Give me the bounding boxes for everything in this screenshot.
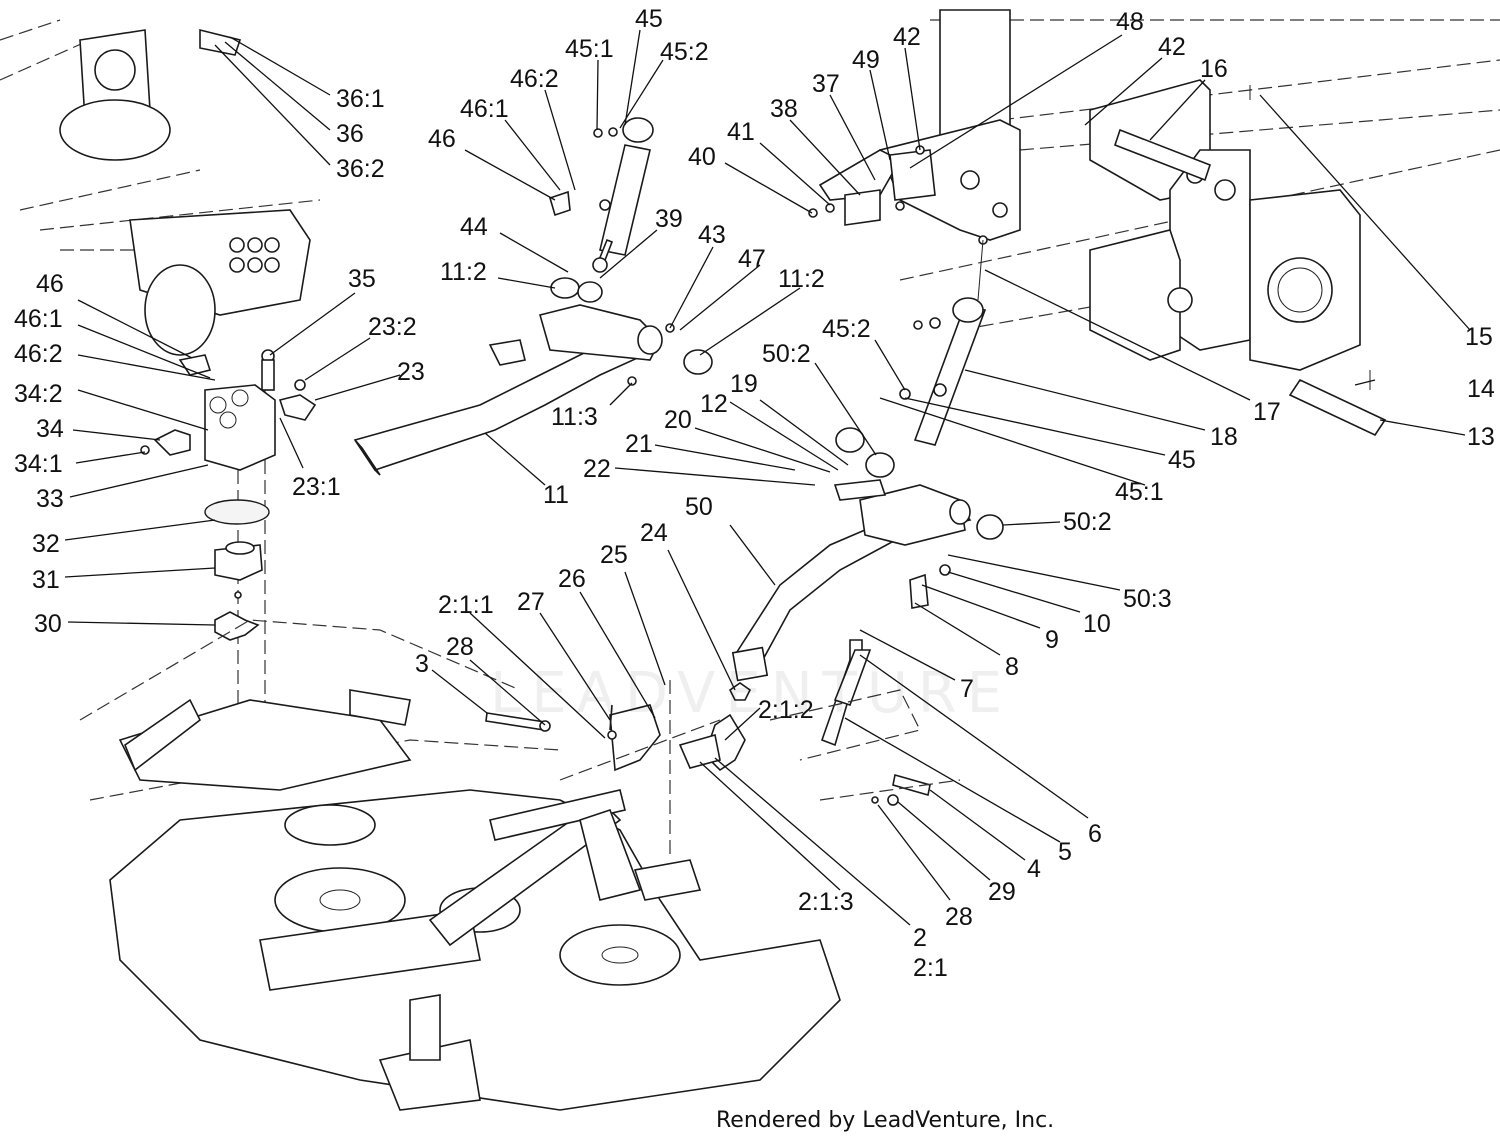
- callout-32: 32: [32, 530, 60, 558]
- callout-6: 6: [1088, 820, 1102, 848]
- callout-40: 40: [688, 143, 716, 171]
- upper-left-assembly: [0, 19, 321, 356]
- callout-2-1-2: 2:1:2: [758, 696, 814, 724]
- callout-11-2-right: 11:2: [778, 265, 825, 293]
- callout-2-1-3: 2:1:3: [798, 888, 854, 916]
- callout-28-right: 28: [945, 903, 973, 931]
- callout-31: 31: [32, 566, 60, 594]
- callout-46-top: 46: [428, 125, 456, 153]
- callout-42-right: 42: [1158, 33, 1186, 61]
- callout-28-left: 28: [446, 633, 474, 661]
- lift-arm-right: [731, 235, 1004, 682]
- callout-10: 10: [1083, 610, 1111, 638]
- callout-36-1: 36:1: [336, 85, 385, 113]
- callout-33: 33: [36, 485, 64, 513]
- callout-45-2-right: 45:2: [822, 315, 871, 343]
- callout-45-2-top: 45:2: [660, 38, 709, 66]
- callout-25: 25: [600, 541, 628, 569]
- callout-43: 43: [698, 221, 726, 249]
- callout-2-1-1: 2:1:1: [438, 591, 494, 619]
- callout-11-2-left: 11:2: [440, 258, 487, 286]
- callout-36: 36: [336, 120, 364, 148]
- callout-11-3: 11:3: [551, 403, 598, 431]
- callout-41: 41: [727, 118, 755, 146]
- callout-20: 20: [664, 406, 692, 434]
- callout-50-2-top: 50:2: [762, 340, 811, 368]
- callout-29: 29: [988, 878, 1016, 906]
- leader-lines: [64, 29, 1471, 926]
- callout-17: 17: [1253, 398, 1281, 426]
- callout-23-2: 23:2: [368, 313, 417, 341]
- callout-3: 3: [415, 650, 429, 678]
- callout-15: 15: [1465, 323, 1493, 351]
- callout-12: 12: [700, 390, 728, 418]
- callout-35: 35: [348, 265, 376, 293]
- callout-22: 22: [583, 455, 611, 483]
- callout-23: 23: [397, 358, 425, 386]
- bracket-assembly: [808, 145, 936, 226]
- callout-37: 37: [812, 70, 840, 98]
- callout-4: 4: [1027, 855, 1041, 883]
- callout-45-right: 45: [1168, 446, 1196, 474]
- render-credit: Rendered by LeadVenture, Inc.: [716, 1108, 1055, 1133]
- callout-27: 27: [517, 588, 545, 616]
- callout-36-2: 36:2: [336, 155, 385, 183]
- linkage-assembly: [485, 639, 931, 860]
- callout-38: 38: [770, 95, 798, 123]
- callout-26: 26: [558, 565, 586, 593]
- mower-deck: [79, 619, 961, 1111]
- callout-7: 7: [960, 675, 974, 703]
- callout-49: 49: [852, 46, 880, 74]
- frame-assembly: [878, 9, 1500, 437]
- callout-34-1: 34:1: [14, 450, 63, 478]
- callout-50-2-right: 50:2: [1063, 508, 1112, 536]
- callout-50-3: 50:3: [1123, 585, 1172, 613]
- callout-14: 14: [1467, 375, 1495, 403]
- callout-9: 9: [1045, 626, 1059, 654]
- callout-34-2: 34:2: [14, 380, 63, 408]
- hydraulic-cylinder-left: [549, 117, 654, 273]
- callout-39: 39: [655, 205, 683, 233]
- callout-44: 44: [460, 213, 488, 241]
- callout-45-1-top: 45:1: [565, 35, 614, 63]
- lift-arm-left: [353, 277, 713, 476]
- callout-8: 8: [1005, 653, 1019, 681]
- callout-2: 2: [913, 924, 927, 952]
- callout-13: 13: [1467, 423, 1495, 451]
- callout-21: 21: [625, 430, 653, 458]
- callout-47: 47: [738, 245, 766, 273]
- callout-46-1-left: 46:1: [14, 305, 63, 333]
- callout-24: 24: [640, 519, 668, 547]
- callout-46-2-top: 46:2: [510, 65, 559, 93]
- callout-23-1: 23:1: [292, 473, 341, 501]
- pump-assembly: [140, 349, 317, 720]
- callout-46-1-top: 46:1: [460, 95, 509, 123]
- callout-16: 16: [1200, 55, 1228, 83]
- callout-46-2-left: 46:2: [14, 340, 63, 368]
- callout-30: 30: [34, 610, 62, 638]
- callout-46-left: 46: [36, 270, 64, 298]
- callout-42-left: 42: [893, 23, 921, 51]
- watermark: LEADVENTURE: [490, 661, 1012, 726]
- callout-50: 50: [685, 493, 713, 521]
- callout-19: 19: [730, 370, 758, 398]
- callout-11: 11: [543, 481, 569, 509]
- callout-45-1-right: 45:1: [1115, 478, 1164, 506]
- callout-labels: 36:1 36 36:2 45 45:1 45:2 46:2 46:1 46 4…: [14, 5, 1495, 982]
- callout-2-1: 2:1: [913, 954, 948, 982]
- callout-48: 48: [1116, 8, 1144, 36]
- callout-5: 5: [1058, 838, 1072, 866]
- callout-45-top: 45: [635, 5, 663, 33]
- callout-34: 34: [36, 415, 64, 443]
- callout-18: 18: [1210, 423, 1238, 451]
